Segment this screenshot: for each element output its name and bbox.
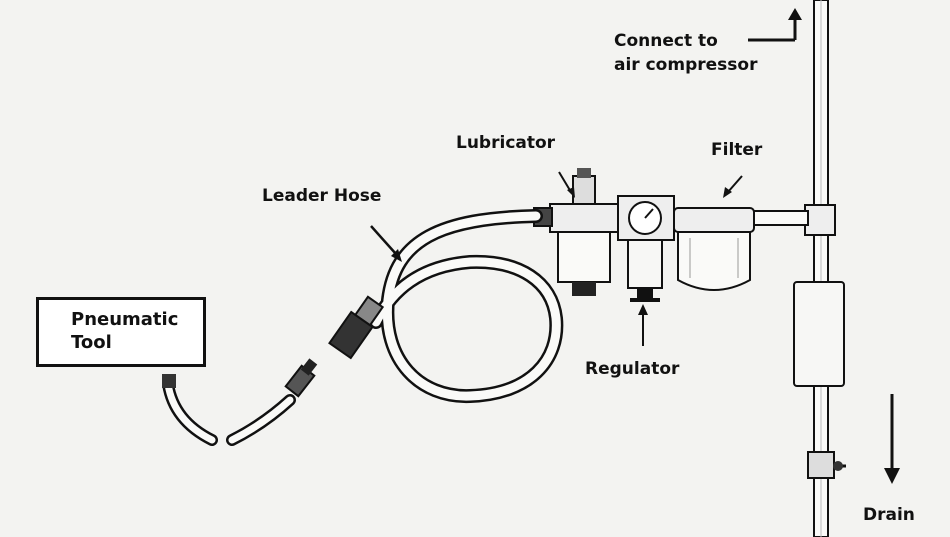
label-filter: Filter <box>711 140 763 160</box>
pneumatic-tool-box: Pneumatic Tool <box>36 297 206 367</box>
whip-hose <box>162 374 296 446</box>
arrow-filter <box>723 175 743 198</box>
arrow-connect-compressor <box>748 8 802 42</box>
regulator-unit <box>617 195 675 302</box>
pneumatic-tool-line1: Pneumatic <box>71 309 179 330</box>
label-lubricator: Lubricator <box>456 133 556 153</box>
pneumatic-tool-label: Pneumatic Tool <box>71 308 178 354</box>
label-leader-hose: Leader Hose <box>262 186 382 206</box>
filter-unit <box>673 207 755 291</box>
hose-coupler <box>328 295 385 360</box>
arrow-drain <box>884 394 900 484</box>
leader-hose-coil <box>369 209 564 404</box>
arrow-leader-hose <box>370 225 402 262</box>
pneumatic-tool-line2: Tool <box>71 332 112 353</box>
label-drain: Drain <box>863 505 915 525</box>
lubricator-unit <box>549 168 619 296</box>
tee-fitting <box>804 204 836 236</box>
label-connect-line2: air compressor <box>614 55 758 75</box>
drain-valve <box>807 451 846 479</box>
quick-plug <box>284 358 318 398</box>
drain-trap <box>793 281 845 387</box>
supply-pipe <box>813 0 829 537</box>
label-connect-line1: Connect to <box>614 31 718 51</box>
label-regulator: Regulator <box>585 359 680 379</box>
arrow-lubricator <box>558 171 575 198</box>
horizontal-supply-pipe <box>751 210 809 226</box>
arrow-regulator <box>638 304 648 346</box>
